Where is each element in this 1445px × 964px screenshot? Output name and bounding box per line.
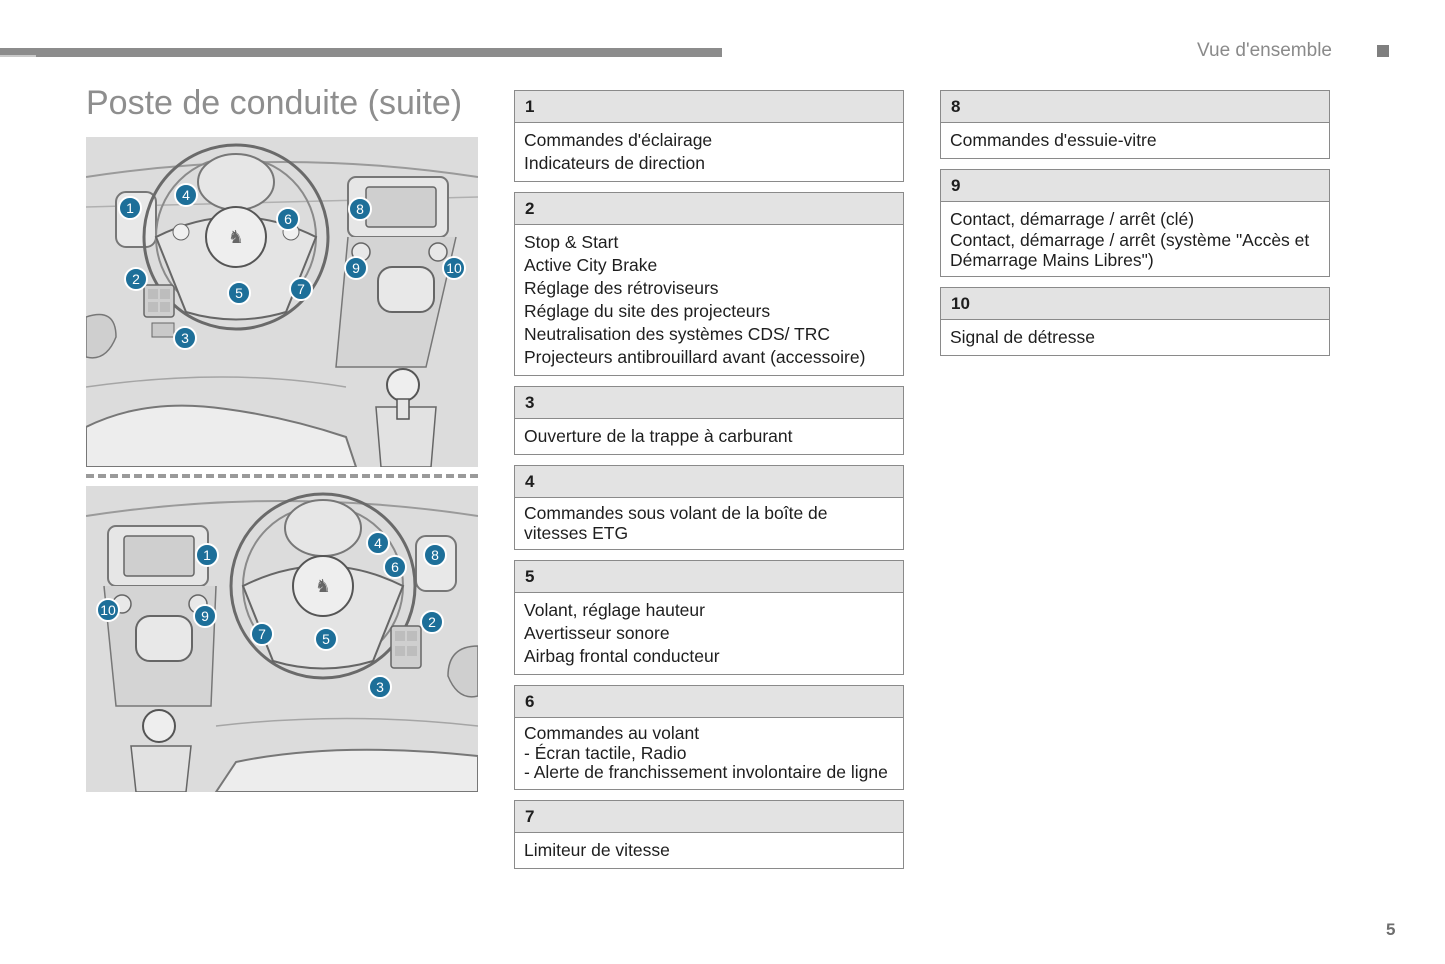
- svg-text:2: 2: [132, 271, 140, 287]
- callout-10: 10: [96, 598, 120, 622]
- svg-text:5: 5: [235, 285, 243, 301]
- section-marker-square: [1377, 45, 1389, 57]
- legend-item-10: 10 Signal de détresse: [940, 287, 1330, 356]
- legend-line: Commandes d'éclairage: [524, 130, 713, 150]
- callout-9: 9: [344, 256, 368, 280]
- legend-item-4: 4 Commandes sous volant de la boîte de v…: [514, 465, 904, 550]
- svg-text:5: 5: [322, 631, 330, 647]
- svg-text:8: 8: [431, 547, 439, 563]
- legend-line: Commandes au volant: [524, 723, 700, 743]
- cockpit-illustration-rhd: ♞ 1 4 8 6 10 9 2 7 5 3: [86, 486, 478, 792]
- legend-bullet: - Écran tactile, Radio: [524, 742, 687, 763]
- top-rule: [0, 48, 722, 57]
- svg-text:7: 7: [258, 626, 266, 642]
- svg-text:2: 2: [428, 614, 436, 630]
- legend-number: 10: [941, 288, 1329, 320]
- legend-item-7: 7 Limiteur de vitesse: [514, 799, 904, 869]
- callout-8: 8: [423, 543, 447, 567]
- legend-item-1: 1 Commandes d'éclairage Indicateurs de d…: [514, 90, 904, 182]
- cockpit-illustration-lhd: ♞ 1 4 6 8 2 9 10 5 7 3: [86, 137, 478, 467]
- legend-number: 9: [941, 170, 1329, 202]
- legend-line: Neutralisation des systèmes CDS/ TRC: [524, 324, 831, 344]
- legend-number: 3: [515, 387, 903, 419]
- legend-line: Indicateurs de direction: [524, 153, 705, 173]
- legend-bullet: - Alerte de franchissement involontaire …: [524, 762, 888, 782]
- svg-text:9: 9: [352, 260, 360, 276]
- svg-text:3: 3: [376, 679, 384, 695]
- svg-text:1: 1: [203, 547, 211, 563]
- svg-text:♞: ♞: [228, 227, 244, 247]
- legend-item-3: 3 Ouverture de la trappe à carburant: [514, 386, 904, 455]
- legend-line: Commandes sous volant de la boîte de vit…: [524, 503, 828, 543]
- svg-text:9: 9: [201, 608, 209, 624]
- legend-line: Réglage du site des projecteurs: [524, 301, 771, 321]
- callout-6: 6: [276, 207, 300, 231]
- svg-text:8: 8: [356, 201, 364, 217]
- legend-line: Ouverture de la trappe à carburant: [524, 426, 793, 446]
- legend-line: Contact, démarrage / arrêt (clé): [950, 209, 1195, 229]
- svg-text:10: 10: [446, 260, 462, 276]
- legend-line: Limiteur de vitesse: [524, 839, 670, 860]
- svg-text:6: 6: [284, 211, 292, 227]
- page-number: 5: [1386, 920, 1396, 939]
- legend-line: Signal de détresse: [950, 327, 1095, 347]
- legend-number: 6: [515, 686, 903, 718]
- legend-number: 7: [515, 800, 903, 833]
- callout-1: 1: [118, 196, 142, 220]
- legend-line: Commandes d'essuie-vitre: [950, 130, 1157, 150]
- legend-column-middle: 1 Commandes d'éclairage Indicateurs de d…: [514, 90, 904, 879]
- legend-item-6: 6 Commandes au volant - Écran tactile, R…: [514, 685, 904, 790]
- svg-text:6: 6: [391, 559, 399, 575]
- callout-2: 2: [420, 610, 444, 634]
- legend-number: 1: [515, 91, 903, 123]
- callout-4: 4: [366, 531, 390, 555]
- legend-line: Contact, démarrage / arrêt (système "Acc…: [950, 230, 1310, 270]
- svg-text:3: 3: [181, 330, 189, 346]
- legend-line: Avertisseur sonore: [524, 623, 670, 643]
- callout-9: 9: [193, 604, 217, 628]
- svg-text:10: 10: [100, 602, 116, 618]
- illustration-separator: [86, 474, 478, 478]
- callout-5: 5: [227, 281, 251, 305]
- svg-text:4: 4: [374, 535, 382, 551]
- legend-item-5: 5 Volant, réglage hauteur Avertisseur so…: [514, 560, 904, 675]
- legend-line: Volant, réglage hauteur: [524, 600, 705, 620]
- callout-7: 7: [289, 277, 313, 301]
- callout-7: 7: [250, 622, 274, 646]
- svg-text:7: 7: [297, 281, 305, 297]
- callout-3: 3: [173, 326, 197, 350]
- svg-text:4: 4: [182, 187, 190, 203]
- legend-item-8: 8 Commandes d'essuie-vitre: [940, 90, 1330, 159]
- legend-column-right: 8 Commandes d'essuie-vitre 9 Contact, dé…: [940, 90, 1330, 366]
- callout-5: 5: [314, 627, 338, 651]
- callout-6: 6: [383, 555, 407, 579]
- callout-1: 1: [195, 543, 219, 567]
- legend-line: Réglage des rétroviseurs: [524, 278, 719, 298]
- top-rule-accent: [0, 55, 36, 57]
- section-label: Vue d'ensemble: [1197, 40, 1332, 61]
- legend-line: Stop & Start: [524, 232, 619, 252]
- legend-line: Projecteurs antibrouillard avant (access…: [524, 347, 866, 367]
- legend-number: 4: [515, 466, 903, 498]
- callout-10: 10: [442, 256, 466, 280]
- callout-2: 2: [124, 267, 148, 291]
- page-title: Poste de conduite (suite): [86, 84, 463, 122]
- legend-number: 2: [515, 193, 903, 225]
- legend-line: Active City Brake: [524, 255, 658, 275]
- callout-4: 4: [174, 183, 198, 207]
- svg-text:1: 1: [126, 200, 134, 216]
- legend-number: 5: [515, 561, 903, 593]
- legend-item-9: 9 Contact, démarrage / arrêt (clé) Conta…: [940, 169, 1330, 277]
- legend-line: Airbag frontal conducteur: [524, 646, 720, 666]
- legend-number: 8: [941, 91, 1329, 123]
- callout-3: 3: [368, 675, 392, 699]
- legend-item-2: 2 Stop & Start Active City Brake Réglage…: [514, 192, 904, 376]
- callout-8: 8: [348, 197, 372, 221]
- svg-text:♞: ♞: [315, 576, 331, 596]
